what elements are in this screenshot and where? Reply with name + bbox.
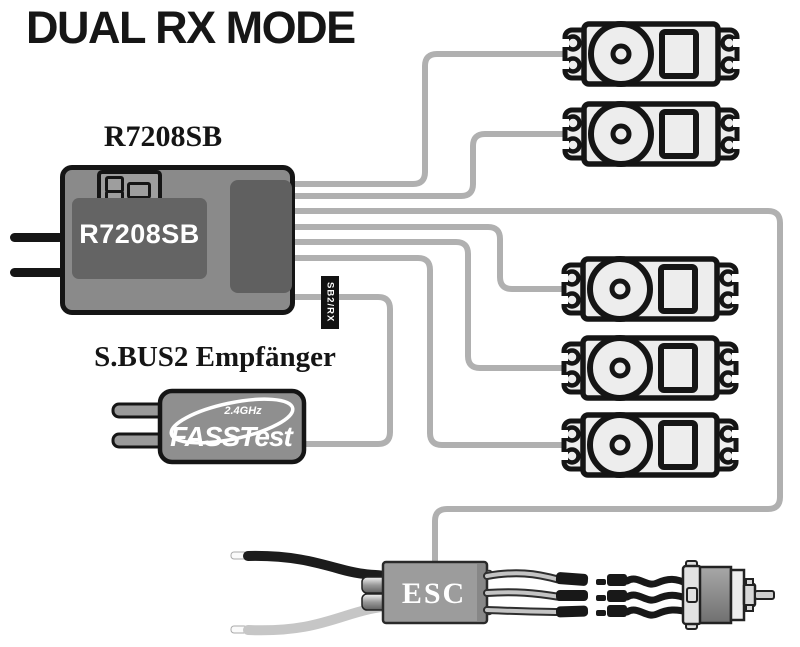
wire-servo1 (292, 51, 563, 187)
wire-servo3 (292, 224, 563, 292)
esc-assembly (361, 560, 692, 625)
servo (561, 24, 741, 84)
fasstest-logo-brand: FASSTest (170, 421, 294, 452)
receiver-r7208sb: R7208SB (60, 165, 295, 315)
motor-can (698, 565, 733, 625)
servo-group-top (561, 24, 741, 164)
wire-servo5 (292, 255, 563, 448)
servo (560, 338, 740, 398)
connector-pin-icon (127, 182, 151, 199)
sb2rx-port-tag: SB2/RX (321, 276, 339, 329)
receiver-label-panel: R7208SB (72, 198, 207, 279)
prop-adapter-nub (745, 578, 754, 586)
page-title: DUAL RX MODE (26, 2, 356, 53)
bullet-connectors (555, 572, 627, 618)
motor-leads (623, 575, 692, 619)
servo-group-middle (560, 259, 740, 475)
sbus2-receiver: 2.4GHz FASSTest (111, 388, 307, 465)
wire-servo2 (292, 131, 563, 199)
motor-flange-detail (686, 587, 698, 603)
fasstest-logo-swoosh (169, 397, 295, 445)
motor-rear (729, 568, 746, 622)
wire-servo4 (292, 239, 563, 371)
wire-sb2rx-link (292, 294, 393, 447)
servo (560, 415, 740, 475)
receiver-caption: R7208SB (103, 120, 223, 153)
antenna-icon (111, 402, 167, 419)
receiver-antennas (10, 233, 64, 277)
fasstest-logo-freq: 2.4GHz (223, 405, 262, 417)
motor-flange (681, 564, 703, 626)
motor-shaft (754, 590, 775, 600)
prop-adapter-nub (745, 604, 754, 612)
servo (560, 259, 740, 319)
motor (681, 560, 775, 630)
sbus2-caption: S.BUS2 Empfänger (94, 341, 336, 373)
servo (561, 104, 741, 164)
antenna-icon (111, 432, 167, 449)
receiver-port-block (230, 180, 292, 293)
antenna-icon (10, 268, 64, 277)
esc-label: ESC (401, 577, 467, 610)
prop-adapter (742, 582, 757, 608)
antenna-icon (10, 233, 64, 242)
esc-output-wires (483, 569, 564, 616)
wire-layer (292, 51, 783, 564)
esc-bevel (477, 564, 486, 621)
battery-wire-black (243, 550, 397, 582)
wire-esc-throttle (292, 208, 783, 564)
